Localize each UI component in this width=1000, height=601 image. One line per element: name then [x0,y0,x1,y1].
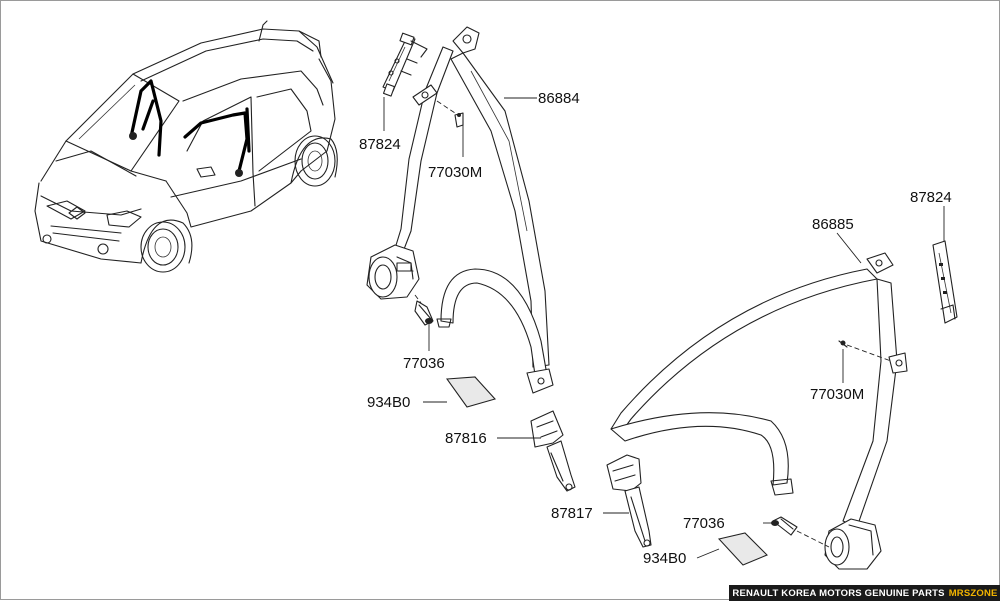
label-934b0-rh: 934B0 [643,550,686,567]
screw-77030m-rh [838,340,892,362]
label-87816: 87816 [445,430,487,447]
height-adjuster-rh [932,240,958,324]
label-86885: 86885 [812,216,854,233]
retractor-rh [824,518,882,570]
label-87824-lh: 87824 [359,136,401,153]
screw-77030m-lh [436,100,464,128]
cover-934b0-rh [717,532,768,566]
label-87824-rh: 87824 [910,189,952,206]
label-87817: 87817 [551,505,593,522]
footer-text: RENAULT KOREA MOTORS GENUINE PARTS [732,587,945,599]
buckle-87816 [530,410,576,492]
label-77036-lh: 77036 [403,355,445,372]
cover-934b0-lh [445,376,497,408]
footer-brand: MRSZONE [948,587,998,599]
label-77030m-lh: 77030M [428,164,482,181]
label-86884: 86884 [538,90,580,107]
buckle-87817 [606,454,652,548]
vehicle-illustration [34,20,338,273]
height-adjuster-lh [382,32,428,97]
seat-belt-assembly-rh [606,240,958,570]
label-77030m-rh: 77030M [810,386,864,403]
label-934b0-lh: 934B0 [367,394,410,411]
retractor-lh [366,244,420,300]
bolt-77036-rh [771,516,830,548]
footer-banner: RENAULT KOREA MOTORS GENUINE PARTS MRSZO… [729,585,1000,601]
leader-lines [383,97,945,559]
bolt-77036-lh [414,294,434,326]
part-labels: 86884 87824 77030M 77036 934B0 87816 868… [359,90,952,567]
label-77036-rh: 77036 [683,515,725,532]
